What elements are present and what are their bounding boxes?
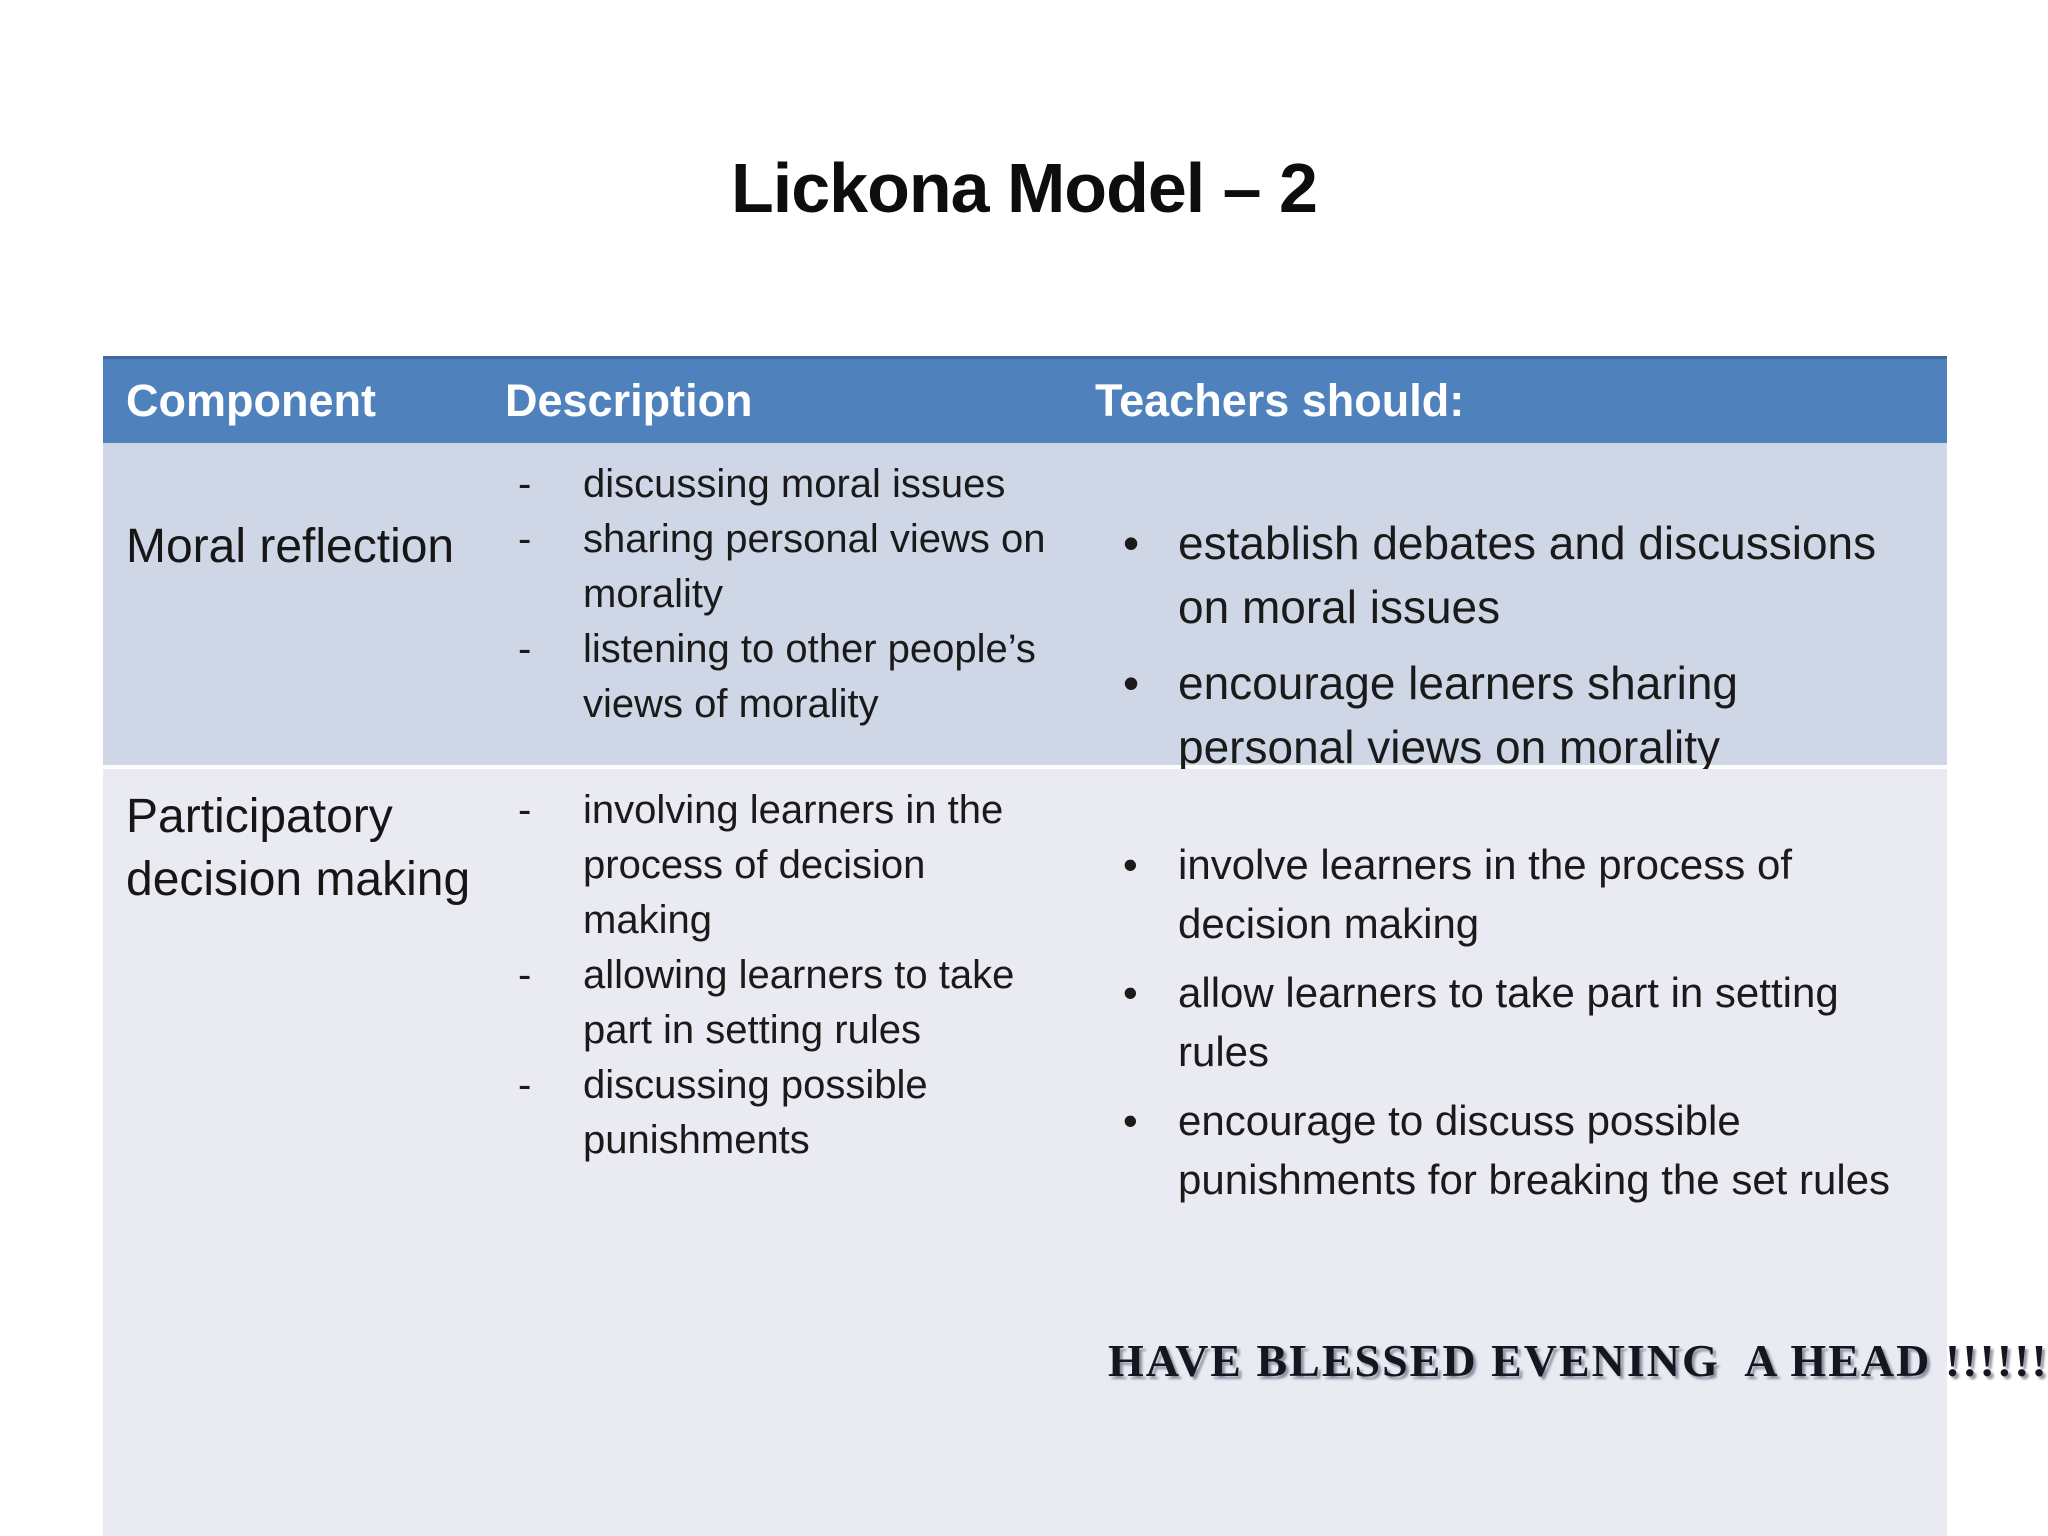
description-item-text: discussing moral issues <box>583 462 1006 506</box>
teachers-item-text: allow learners to take part in setting r… <box>1178 969 1839 1075</box>
bullet-icon: • <box>1123 969 1138 1016</box>
dash-marker: - <box>518 627 532 671</box>
teachers-item: • allow learners to take part in setting… <box>1095 963 1947 1081</box>
teachers-item-text: establish debates and discussions on mor… <box>1178 517 1877 633</box>
teachers-item: • encourage to discuss possible punishme… <box>1095 1091 1947 1209</box>
header-cell-description: Description <box>505 375 753 426</box>
description-item: - discussing possible punishments <box>482 1058 1095 1168</box>
dash-marker: - <box>518 788 532 832</box>
description-item-text: allowing learners to take part in settin… <box>583 953 1015 1052</box>
dash-marker: - <box>518 953 532 997</box>
description-item: - sharing personal views on morality <box>482 512 1095 622</box>
description-item-text: involving learners in the process of dec… <box>583 788 1004 942</box>
dash-marker: - <box>518 1063 532 1107</box>
description-item-text: listening to other people’s views of mor… <box>583 627 1036 726</box>
slide-title: Lickona Model – 2 <box>731 149 1318 227</box>
teachers-item-text: involve learners in the process of decis… <box>1178 841 1792 947</box>
dash-marker: - <box>518 517 532 561</box>
table-row-participatory-decision-making: Participatory decision making - involvin… <box>103 769 1947 1536</box>
table-header-row: Component Description Teachers should: <box>103 356 1947 443</box>
lickona-model-table: Component Description Teachers should: M… <box>103 356 1947 1536</box>
header-cell-component: Component <box>126 375 376 426</box>
teachers-item: • involve learners in the process of dec… <box>1095 835 1947 953</box>
teachers-item-text: encourage learners sharing personal view… <box>1178 657 1739 773</box>
teachers-should-cell: • establish debates and discussions on m… <box>1095 443 1947 773</box>
teachers-item-text: encourage to discuss possible punishment… <box>1178 1097 1891 1203</box>
component-cell: Participatory decision making <box>126 790 471 906</box>
table-row-moral-reflection: Moral reflection - discussing moral issu… <box>103 443 1947 773</box>
teachers-should-cell: • involve learners in the process of dec… <box>1095 769 1947 1536</box>
description-item-text: sharing personal views on morality <box>583 517 1046 616</box>
description-item: - discussing moral issues <box>482 457 1095 512</box>
description-cell: - discussing moral issues - sharing pers… <box>482 443 1095 765</box>
description-item-text: discussing possible punishments <box>583 1063 928 1162</box>
description-item: - allowing learners to take part in sett… <box>482 948 1095 1058</box>
bullet-icon: • <box>1123 657 1140 709</box>
dash-marker: - <box>518 462 532 506</box>
bullet-icon: • <box>1123 841 1138 888</box>
description-item: - involving learners in the process of d… <box>482 783 1095 948</box>
description-cell: - involving learners in the process of d… <box>482 769 1095 1536</box>
bullet-icon: • <box>1123 517 1140 569</box>
teachers-item: • establish debates and discussions on m… <box>1095 511 1947 639</box>
footer-message: HAVE BLESSED EVENING A HEAD !!!!!! <box>1108 1335 2048 1386</box>
component-cell: Moral reflection <box>126 520 455 573</box>
description-item: - listening to other people’s views of m… <box>482 622 1095 732</box>
header-cell-teachers-should: Teachers should: <box>1095 375 1465 426</box>
bullet-icon: • <box>1123 1097 1138 1144</box>
teachers-item: • encourage learners sharing personal vi… <box>1095 651 1947 779</box>
